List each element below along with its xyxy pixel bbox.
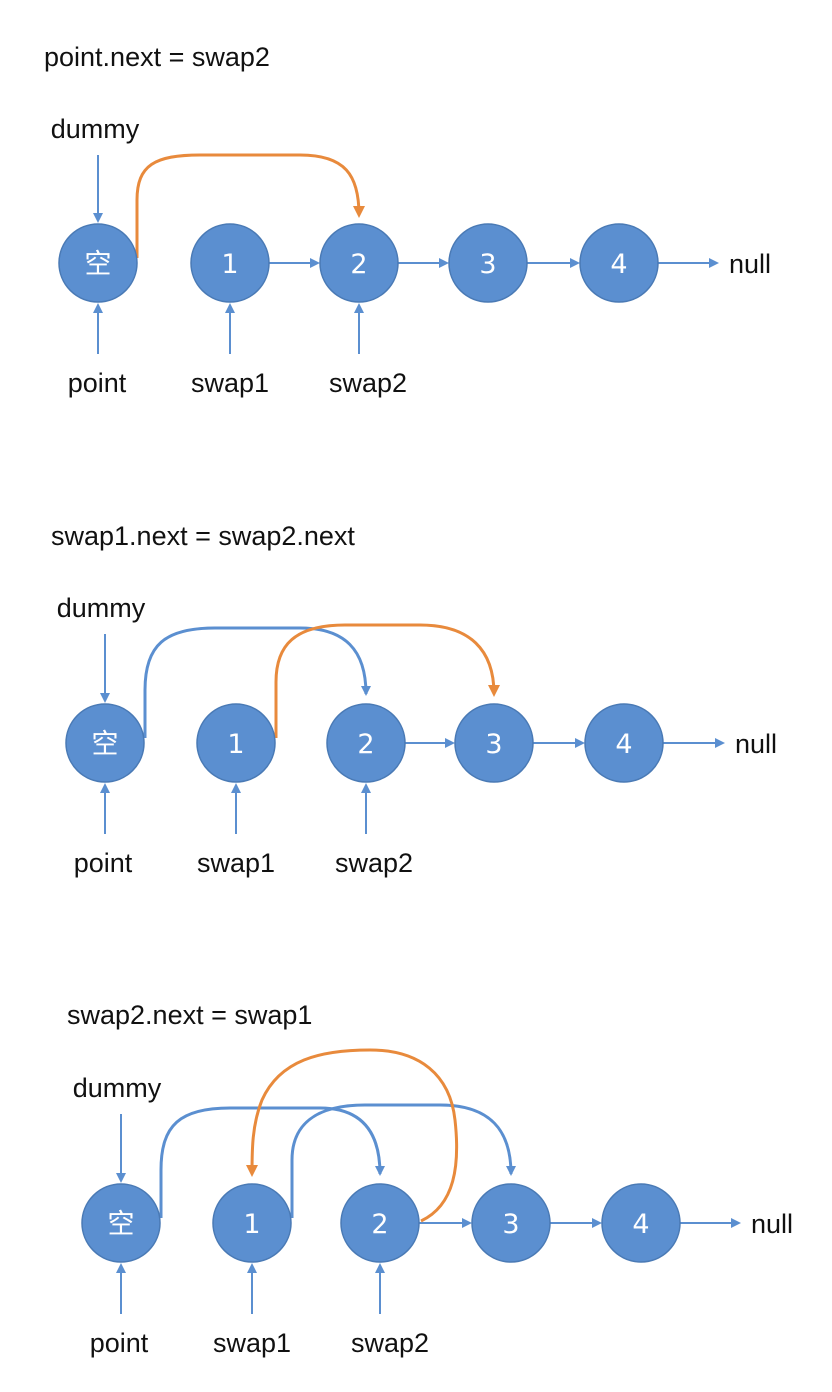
pointer-label-swap1: swap1 xyxy=(191,368,269,398)
pointer-label-swap2: swap2 xyxy=(329,368,407,398)
node-label: 1 xyxy=(227,729,244,760)
node-label: 空 xyxy=(92,729,119,760)
dummy-label: dummy xyxy=(73,1073,162,1103)
existing-link-curve xyxy=(143,626,371,738)
pointer-label-point: point xyxy=(74,848,133,878)
node-label: 3 xyxy=(485,729,502,760)
list-node: 4 xyxy=(579,223,659,303)
node-circle xyxy=(81,1183,161,1263)
node-circle xyxy=(448,223,528,303)
node-label: 3 xyxy=(479,249,496,280)
dummy-label: dummy xyxy=(57,593,146,623)
node-label: 3 xyxy=(502,1209,519,1240)
pointer-label-point: point xyxy=(68,368,127,398)
list-node: 3 xyxy=(448,223,528,303)
pointer-label-swap2: swap2 xyxy=(335,848,413,878)
node-circle xyxy=(326,703,406,783)
list-node: 1 xyxy=(190,223,270,303)
list-node: 空 xyxy=(65,703,145,783)
node-label: 1 xyxy=(243,1209,260,1240)
list-node: 3 xyxy=(471,1183,551,1263)
pointer-label-swap1: swap1 xyxy=(213,1328,291,1358)
node-label: 1 xyxy=(221,249,238,280)
node-circle xyxy=(65,703,145,783)
panel-caption: swap1.next = swap2.next xyxy=(51,521,355,551)
dummy-label: dummy xyxy=(51,114,140,144)
null-label: null xyxy=(735,729,777,759)
list-node: 2 xyxy=(326,703,406,783)
list-node: 1 xyxy=(196,703,276,783)
node-label: 4 xyxy=(610,249,627,280)
node-circle xyxy=(319,223,399,303)
panel-caption: swap2.next = swap1 xyxy=(67,1000,312,1030)
new-link-curve xyxy=(135,153,365,258)
new-link-curve xyxy=(246,1048,459,1223)
node-circle xyxy=(196,703,276,783)
existing-link-curve xyxy=(159,1106,385,1218)
node-label: 2 xyxy=(371,1209,388,1240)
node-label: 4 xyxy=(615,729,632,760)
pointer-label-swap2: swap2 xyxy=(351,1328,429,1358)
list-node: 2 xyxy=(340,1183,420,1263)
pointer-label-point: point xyxy=(90,1328,149,1358)
node-label: 空 xyxy=(85,249,112,280)
node-circle xyxy=(212,1183,292,1263)
node-label: 2 xyxy=(357,729,374,760)
pointer-label-swap1: swap1 xyxy=(197,848,275,878)
node-label: 空 xyxy=(108,1209,135,1240)
existing-link-curve xyxy=(290,1103,516,1218)
node-circle xyxy=(471,1183,551,1263)
null-label: null xyxy=(729,249,771,279)
node-circle xyxy=(190,223,270,303)
list-node: 空 xyxy=(81,1183,161,1263)
node-label: 4 xyxy=(632,1209,649,1240)
list-node: 空 xyxy=(58,223,138,303)
list-node: 4 xyxy=(601,1183,681,1263)
node-circle xyxy=(58,223,138,303)
panel-3: swap2.next = swap1 dummy 空 1 2 3 4 null point swa… xyxy=(67,1000,793,1358)
node-circle xyxy=(601,1183,681,1263)
list-node: 1 xyxy=(212,1183,292,1263)
panel-2: swap1.next = swap2.next dummy 空 1 2 3 4 null poi… xyxy=(51,521,777,878)
list-node: 3 xyxy=(454,703,534,783)
list-node: 4 xyxy=(584,703,664,783)
node-circle xyxy=(340,1183,420,1263)
list-node: 2 xyxy=(319,223,399,303)
new-link-curve xyxy=(274,623,500,738)
node-circle xyxy=(454,703,534,783)
panel-1: point.next = swap2 dummy 空 1 2 3 4 null point swa… xyxy=(44,42,771,398)
node-circle xyxy=(579,223,659,303)
node-circle xyxy=(584,703,664,783)
panel-caption: point.next = swap2 xyxy=(44,42,270,72)
node-label: 2 xyxy=(350,249,367,280)
null-label: null xyxy=(751,1209,793,1239)
